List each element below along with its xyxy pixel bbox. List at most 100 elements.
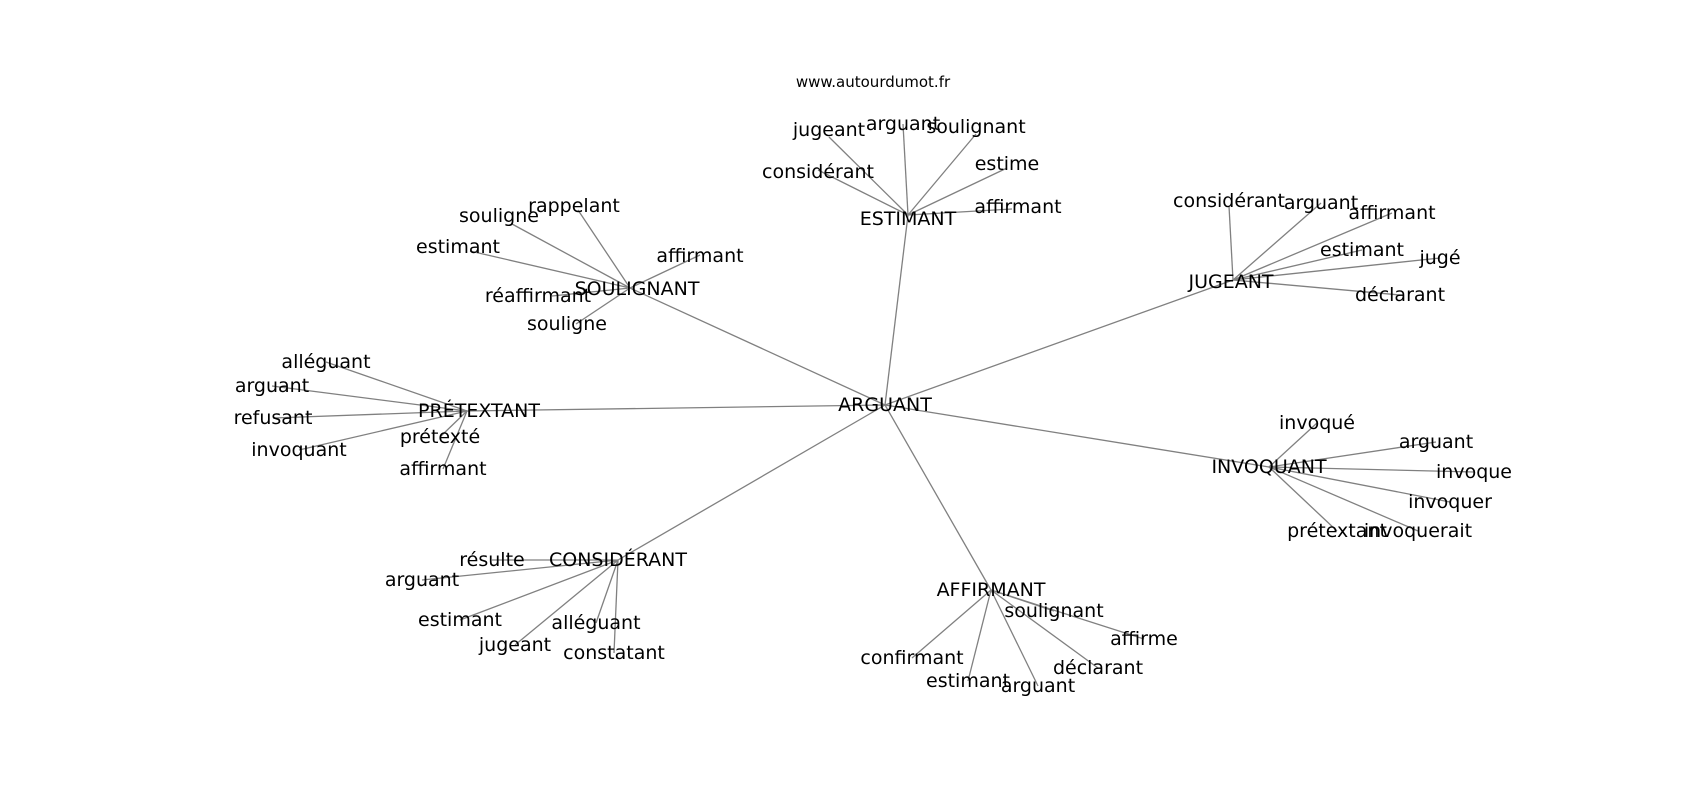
leaf-word[interactable]: arguant [1399,431,1473,453]
leaf-word[interactable]: constatant [563,642,665,664]
leaf-word[interactable]: arguant [1001,675,1075,697]
labels: www.autourdumot.fr ARGUANT ESTIMANT jugean… [234,73,1512,697]
center-word[interactable]: ARGUANT [838,394,932,416]
leaf-word[interactable]: invoque [1436,461,1512,483]
edge-hub-leaf [595,559,619,624]
edge-hub-leaf [442,410,468,470]
leaf-word[interactable]: arguant [385,569,459,591]
leaf-word[interactable]: résulte [459,549,524,571]
edge-hub-leaf [459,559,619,621]
leaf-word[interactable]: refusant [234,407,313,429]
edge-hub-leaf [907,167,1008,216]
leaf-word[interactable]: affirmant [1348,202,1435,224]
edge-hub-leaf [272,410,468,419]
leaf-word[interactable]: estimant [926,670,1010,692]
leaf-word[interactable]: arguant [235,375,309,397]
leaf-word[interactable]: jugeant [478,634,551,656]
leaf-word[interactable]: alléguant [551,612,640,634]
leaf-word[interactable]: arguant [866,113,940,135]
leaf-word[interactable]: alléguant [281,351,370,373]
leaf-word[interactable]: arguant [1284,192,1358,214]
edge-hub-leaf [1268,466,1419,532]
edge-hub-leaf [298,410,468,451]
edge-hub-leaf [1232,257,1441,281]
hub-word[interactable]: AFFIRMANT [937,579,1046,601]
hub-word[interactable]: INVOQUANT [1211,456,1327,478]
hub-word[interactable]: JUGEANT [1187,271,1273,293]
edge-center-hub [466,404,886,412]
leaf-word[interactable]: soulignant [926,116,1025,138]
leaf-word[interactable]: invoqué [1279,412,1355,434]
edge-hub-leaf [629,254,701,289]
leaf-word[interactable]: prétextant [1287,520,1387,542]
edge-hub-leaf [817,169,909,216]
edge-hub-leaf [613,559,619,654]
edge-center-hub [629,287,886,406]
edge-hub-leaf [1268,466,1475,473]
leaf-word[interactable]: invoquer [1408,491,1492,513]
edge-hub-leaf [551,287,631,297]
edge-hub-leaf [325,361,468,412]
leaf-word[interactable]: souligne [459,205,539,227]
leaf-word[interactable]: estimant [418,609,502,631]
leaf-word[interactable]: jugeant [792,119,865,141]
edge-hub-leaf [990,589,1145,640]
edge-hub-leaf [511,223,631,289]
edge-hub-leaf [577,209,631,289]
leaf-word[interactable]: souligne [527,313,607,335]
edge-center-hub [884,214,909,406]
edge-hub-leaf [911,589,992,659]
edge-hub-leaf [469,250,631,289]
hub-word[interactable]: ESTIMANT [860,208,957,230]
edge-hub-leaf [1268,466,1338,532]
edge-hub-leaf [1228,205,1234,281]
leaf-word[interactable]: soulignant [1004,600,1103,622]
hub-word[interactable]: PRÉTEXTANT [418,399,540,422]
source-link[interactable]: www.autourdumot.fr [796,73,951,91]
edge-hub-leaf [1268,422,1318,468]
leaf-word[interactable]: invoquerait [1364,520,1472,542]
edge-hub-leaf [990,589,1099,669]
edge-hub-leaf [1268,466,1451,503]
edge-center-hub [617,404,886,561]
edge-hub-leaf [902,123,909,216]
edge-hub-leaf [439,410,468,438]
edge-center-hub [884,404,1270,468]
edge-hub-leaf [421,559,619,581]
leaf-word[interactable]: prétexté [400,426,480,448]
edge-hub-leaf [907,208,1013,216]
leaf-word[interactable]: estimant [416,236,500,258]
edge-hub-leaf [907,133,977,216]
hub-word[interactable]: SOULIGNANT [575,278,700,300]
leaf-word[interactable]: considérant [762,161,874,183]
leaf-word[interactable]: jugé [1418,247,1460,269]
edge-hub-leaf [1232,202,1322,281]
leaf-word[interactable]: réaffirmant [485,285,591,307]
leaf-word[interactable]: estimant [1320,239,1404,261]
edge-hub-leaf [828,136,909,216]
leaf-word[interactable]: confirmant [860,647,963,669]
leaf-word[interactable]: déclarant [1053,657,1143,679]
edge-hub-leaf [1232,249,1363,281]
edge-hub-leaf [967,589,992,682]
edge-center-hub [884,279,1234,406]
hub-word[interactable]: CONSIDÉRANT [549,548,687,571]
leaf-word[interactable]: rappelant [528,195,620,217]
edge-hub-leaf [271,385,468,412]
edges [271,123,1475,687]
edge-hub-leaf [575,287,631,325]
edge-hub-leaf [990,589,1039,687]
leaf-word[interactable]: affirme [1110,628,1178,650]
leaf-word[interactable]: affirmant [399,458,486,480]
leaf-word[interactable]: invoquant [251,439,346,461]
leaf-word[interactable]: estime [975,153,1040,175]
leaf-word[interactable]: affirmant [974,196,1061,218]
leaf-word[interactable]: affirmant [656,245,743,267]
leaf-word[interactable]: considérant [1173,190,1285,212]
leaf-word[interactable]: déclarant [1355,284,1445,306]
edge-hub-leaf [514,559,619,646]
edge-center-hub [884,404,992,591]
edge-hub-leaf [1232,212,1393,281]
edge-hub-leaf [1232,279,1401,296]
